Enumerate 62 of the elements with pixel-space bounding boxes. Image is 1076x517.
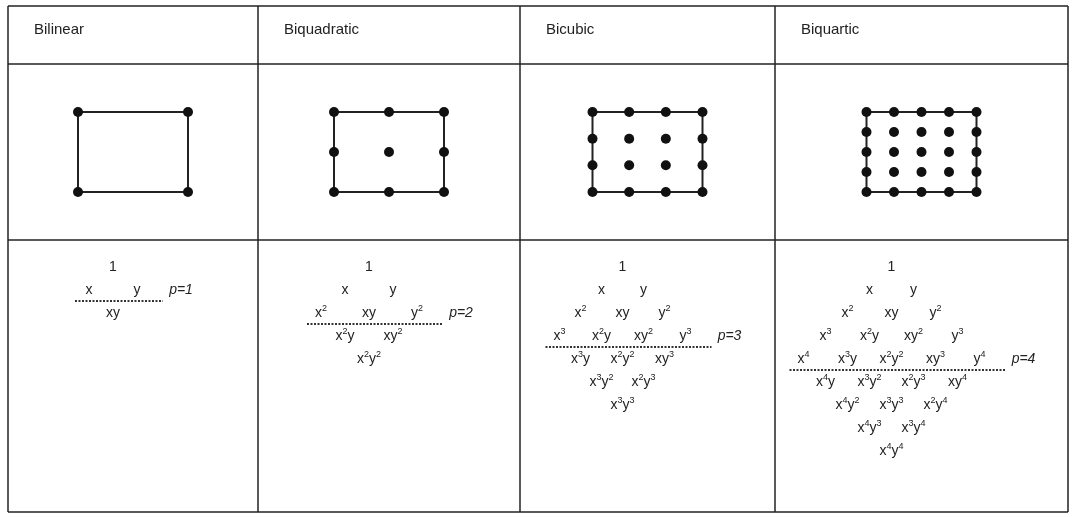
monomial-term: 1 bbox=[365, 258, 373, 274]
monomial-term: xy$^{2}$ bbox=[634, 327, 653, 343]
monomial-term: xy$^{2}$ bbox=[383, 327, 403, 343]
monomial-term: x bbox=[866, 281, 873, 297]
monomial-term: x$^{2}$y$^{3}$ bbox=[901, 373, 926, 389]
monomial-term: x$^{2}$y bbox=[860, 327, 879, 343]
monomial-term: x$^{3}$y$^{2}$ bbox=[857, 373, 882, 389]
monomial-term: y$^{2}$ bbox=[658, 304, 671, 320]
monomial-term: x$^{3}$y$^{3}$ bbox=[610, 396, 635, 412]
monomial-term: x$^{3}$ bbox=[819, 327, 832, 343]
monomial-term: x$^{3}$y$^{2}$ bbox=[589, 373, 614, 389]
monomial-term: y bbox=[389, 281, 397, 297]
degree-label: p=2 bbox=[449, 304, 473, 320]
monomial-term: x$^{4}$y bbox=[816, 373, 835, 389]
degree-label: p=4 bbox=[1011, 350, 1036, 366]
degree-label: p=1 bbox=[169, 281, 193, 297]
monomial-term: x$^{4}$y$^{3}$ bbox=[857, 419, 882, 435]
monomial-term: y bbox=[640, 281, 647, 297]
monomial-term: x$^{4}$y$^{2}$ bbox=[835, 396, 860, 412]
monomial-term: x$^{2}$y bbox=[592, 327, 611, 343]
monomial-term: x$^{4}$ bbox=[797, 350, 810, 366]
column-header: Bilinear bbox=[34, 20, 85, 37]
column-header: Bicubic bbox=[546, 20, 595, 37]
monomial-term: x$^{3}$y$^{3}$ bbox=[879, 396, 904, 412]
monomial-term: x bbox=[85, 281, 93, 297]
monomial-term: x$^{2}$ bbox=[574, 304, 587, 320]
monomial-term: xy$^{3}$ bbox=[926, 350, 945, 366]
monomial-term: x$^{3}$y bbox=[571, 350, 590, 366]
monomial-term: xy$^{4}$ bbox=[948, 373, 967, 389]
monomial-term: y bbox=[910, 281, 917, 297]
monomial-term: xy$^{3}$ bbox=[655, 350, 674, 366]
monomial-term: x$^{2}$y$^{2}$ bbox=[610, 350, 635, 366]
monomial-term: x$^{2}$y$^{2}$ bbox=[879, 350, 904, 366]
monomial-term: x bbox=[341, 281, 349, 297]
monomial-term: 1 bbox=[618, 258, 627, 274]
monomial-term: y$^{2}$ bbox=[929, 304, 942, 320]
monomial-term: x$^{3}$y bbox=[838, 350, 857, 366]
column-header: Biquartic bbox=[801, 20, 860, 37]
monomial-term: y$^{3}$ bbox=[951, 327, 964, 343]
monomial-term: x$^{2}$y$^{3}$ bbox=[631, 373, 656, 389]
monomial-term: xy bbox=[106, 304, 120, 320]
monomial-term: xy bbox=[615, 304, 630, 320]
monomial-term: x bbox=[598, 281, 605, 297]
monomial-term: x$^{2}$ bbox=[841, 304, 854, 320]
monomial-term: x$^{2}$ bbox=[315, 304, 327, 320]
monomial-term: xy bbox=[884, 304, 899, 320]
monomial-term: x$^{2}$y$^{2}$ bbox=[357, 350, 381, 366]
monomial-term: x$^{3}$ bbox=[553, 327, 566, 343]
column-header: Biquadratic bbox=[284, 20, 360, 37]
monomial-term: x$^{2}$y bbox=[335, 327, 355, 343]
monomial-term: x$^{2}$y$^{4}$ bbox=[923, 396, 948, 412]
degree-label: p=3 bbox=[717, 327, 742, 343]
monomial-term: y$^{2}$ bbox=[411, 304, 423, 320]
monomial-term: x$^{4}$y$^{4}$ bbox=[879, 442, 904, 458]
monomial-term: xy$^{2}$ bbox=[904, 327, 923, 343]
monomial-term: x$^{3}$y$^{4}$ bbox=[901, 419, 926, 435]
monomial-term: y bbox=[133, 281, 141, 297]
monomial-term: y$^{4}$ bbox=[973, 350, 986, 366]
monomial-term: 1 bbox=[887, 258, 896, 274]
monomial-term: y$^{3}$ bbox=[679, 327, 692, 343]
monomial-term: 1 bbox=[109, 258, 117, 274]
monomial-term: xy bbox=[362, 304, 376, 320]
